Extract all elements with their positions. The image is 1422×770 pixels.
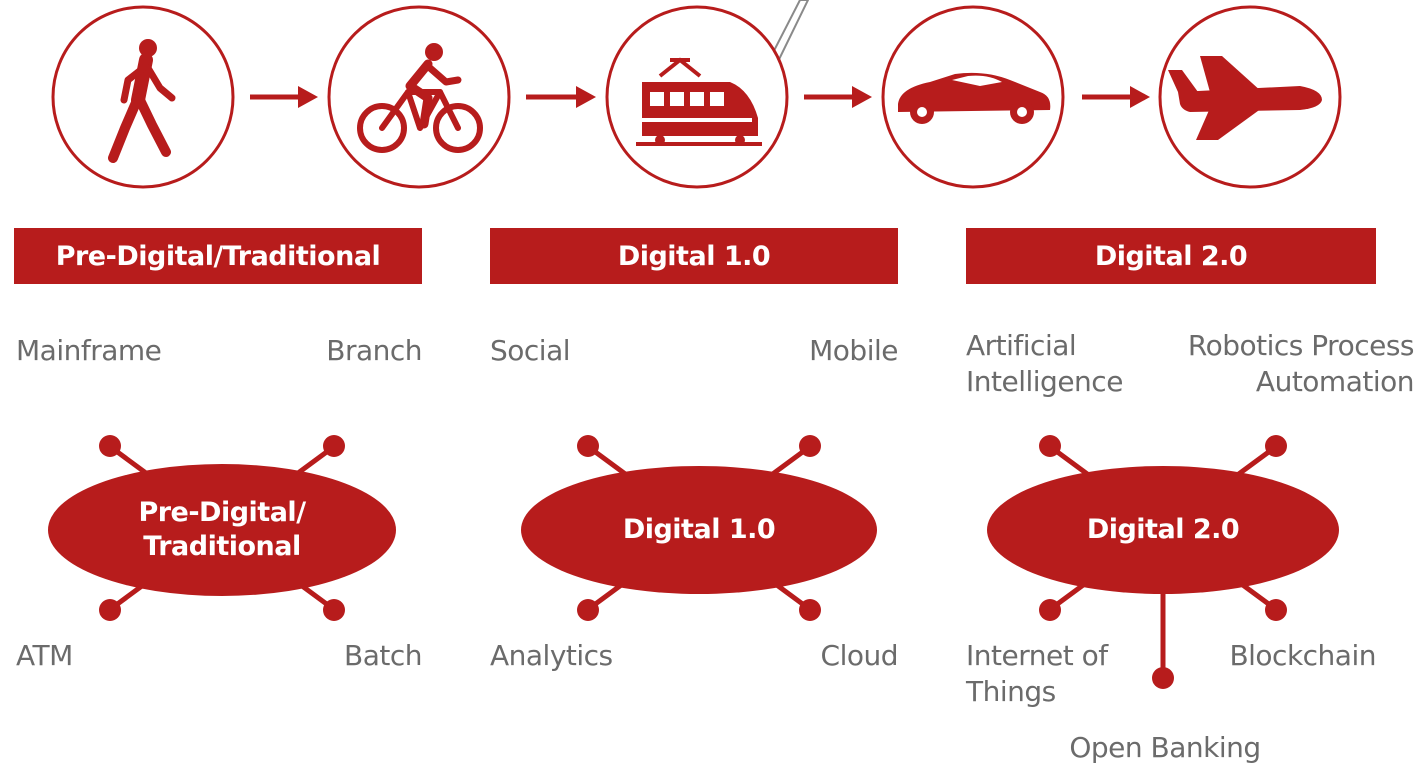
- label-mobile: Mobile: [809, 334, 898, 367]
- label-robotics-process-automation: Robotics Process Automation: [1187, 329, 1415, 398]
- connector-node: [323, 435, 345, 457]
- connector-node: [1152, 667, 1174, 689]
- arrow-4: [1082, 86, 1150, 108]
- connector-node: [1039, 435, 1061, 457]
- connector-node: [1265, 435, 1287, 457]
- hub-ellipse: [521, 466, 877, 594]
- connector-node: [799, 435, 821, 457]
- connector-node: [577, 435, 599, 457]
- stage-bar-digital-1: Digital 1.0: [490, 228, 898, 284]
- connector-node: [577, 599, 599, 621]
- hub-label-digital-1: Digital 1.0: [622, 514, 776, 545]
- connector-node: [1039, 599, 1061, 621]
- label-mainframe: Mainframe: [16, 334, 162, 367]
- stage-bar-digital-2: Digital 2.0: [966, 228, 1376, 284]
- connector-node: [323, 599, 345, 621]
- arrow-2: [526, 86, 596, 108]
- label-batch: Batch: [344, 639, 423, 672]
- hub-label-digital-2: Digital 2.0: [1086, 514, 1240, 545]
- airplane-icon: [1168, 56, 1322, 140]
- label-social: Social: [490, 334, 571, 367]
- arrow-1: [250, 86, 318, 108]
- connector-node: [99, 599, 121, 621]
- arrow-3: [804, 86, 872, 108]
- label-open-banking: Open Banking: [1069, 731, 1261, 764]
- hub-digital-1: [521, 435, 877, 621]
- label-artificial-intelligence: Artificial Intelligence: [966, 329, 1123, 398]
- hub-digital-2: [987, 435, 1339, 689]
- label-atm: ATM: [16, 639, 73, 672]
- label-internet-of-things: Internet of Things: [966, 639, 1108, 708]
- hub-pre-digital: [48, 435, 396, 621]
- connector-node: [99, 435, 121, 457]
- car-icon: [898, 72, 1051, 124]
- label-analytics: Analytics: [490, 639, 613, 672]
- hub-ellipse: [987, 466, 1339, 594]
- walking-person-icon: [108, 39, 176, 163]
- label-cloud: Cloud: [820, 639, 899, 672]
- connector-node: [1265, 599, 1287, 621]
- train-icon: [636, 57, 762, 146]
- stage-bar-pre-digital: Pre-Digital/Traditional: [14, 228, 422, 284]
- connector-node: [799, 599, 821, 621]
- bicycle-icon: [357, 43, 483, 153]
- hub-ellipse: [48, 464, 396, 596]
- label-branch: Branch: [326, 334, 422, 367]
- label-blockchain: Blockchain: [1229, 639, 1376, 672]
- hub-label-pre-digital: Pre-Digital/ Traditional: [138, 497, 306, 562]
